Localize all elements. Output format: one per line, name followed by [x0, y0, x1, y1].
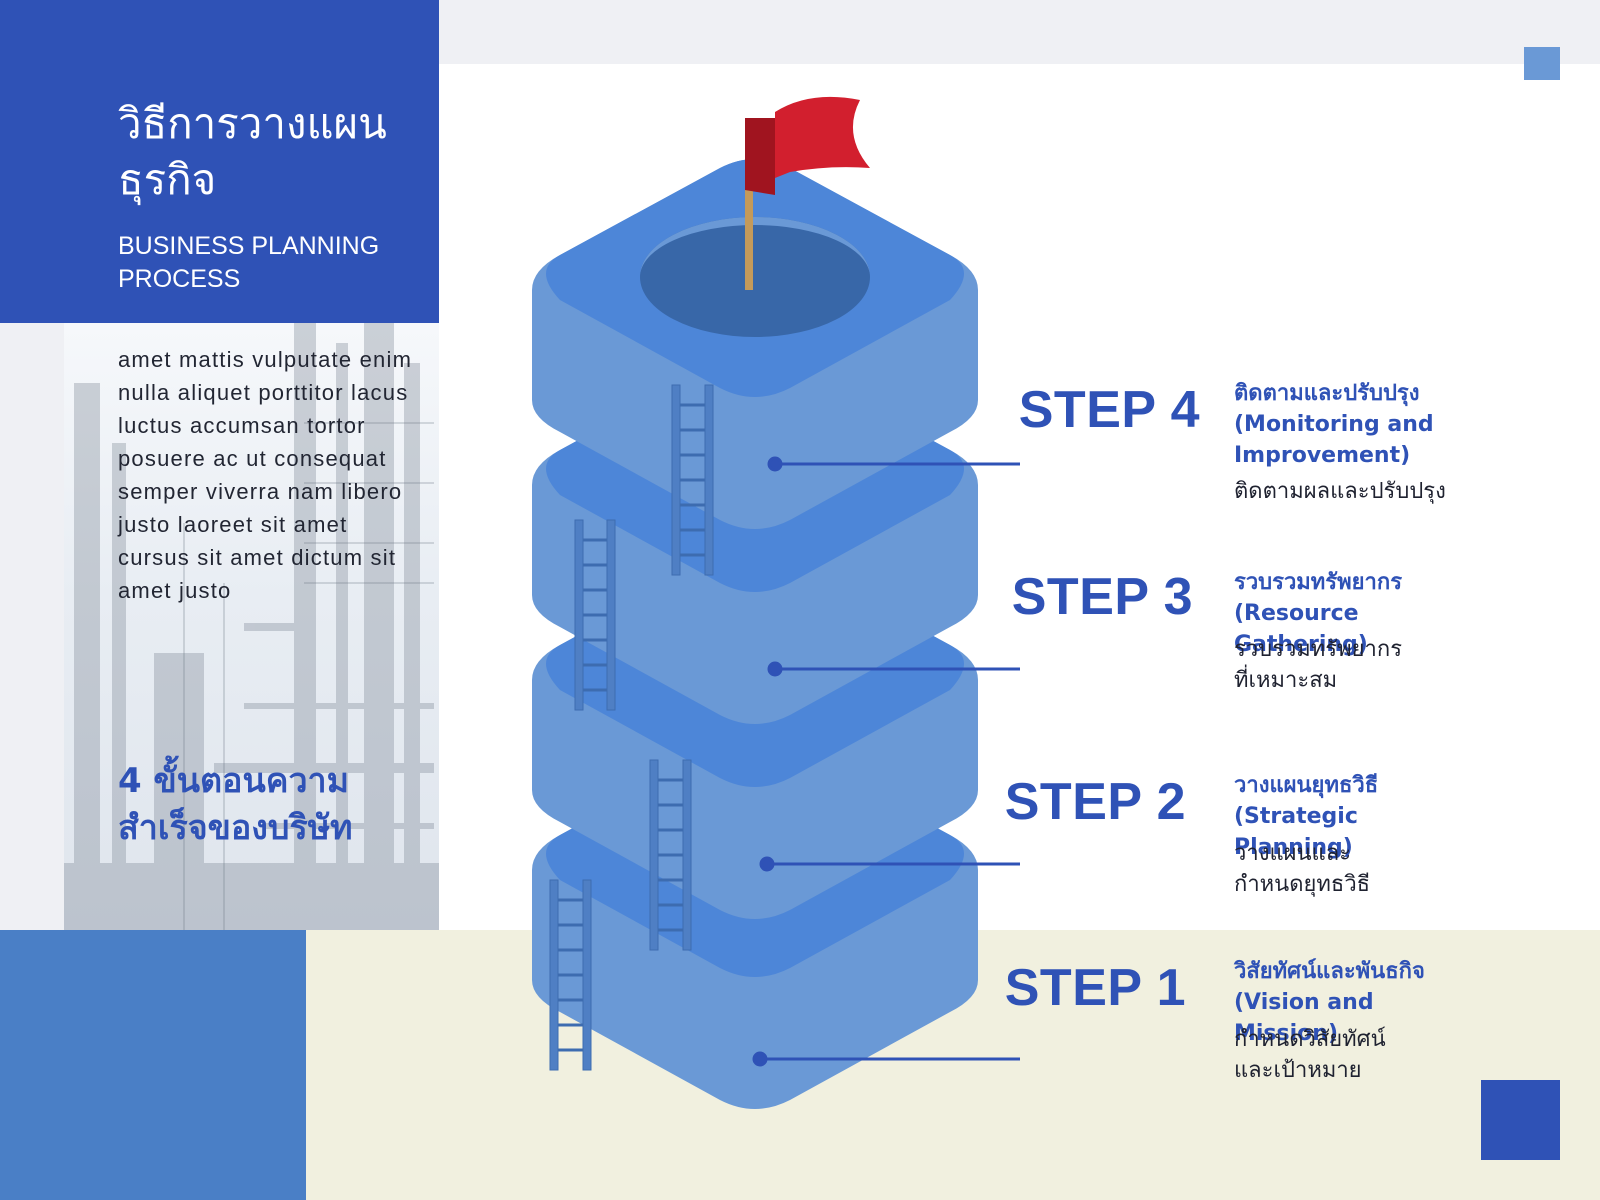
step-4-label: STEP 4 — [1018, 381, 1200, 439]
title-panel — [0, 0, 439, 323]
step-4-desc: ติดตามผลและปรับปรุง — [1234, 479, 1446, 504]
page-title: วิธีการวางแผนธุรกิจ — [118, 99, 387, 204]
refinery-photo — [64, 323, 439, 930]
blue-corner-block — [0, 930, 306, 1200]
flag-icon — [745, 96, 870, 290]
step-2-title: วางแผนยุทธวิธี (Strategic Planning) — [1234, 773, 1379, 860]
decor-square-top — [1524, 47, 1560, 80]
step-3-title: รวบรวมทรัพยากร (Resource Gathering) — [1234, 570, 1403, 657]
step-1-label: STEP 1 — [1004, 959, 1186, 1017]
tower-illustration — [532, 96, 1020, 1109]
tagline: 4 ขั้นตอนความสำเร็จของบริษัท — [118, 761, 353, 848]
decor-square-bottom — [1481, 1080, 1560, 1160]
step-4-title: ติดตามและปรับปรุง (Monitoring and Improv… — [1234, 381, 1434, 468]
step-1-title: วิสัยทัศน์และพันธกิจ (Vision and Mission… — [1234, 959, 1425, 1046]
step-3-desc: รวบรวมทรัพยากรที่เหมาะสม — [1234, 637, 1403, 693]
step-2-desc: วางแผนและกำหนดยุทธวิธี — [1234, 841, 1371, 897]
step-2-label: STEP 2 — [1004, 773, 1186, 831]
step-3-label: STEP 3 — [1011, 568, 1193, 626]
body-paragraph: amet mattis vulputate enim nulla aliquet… — [118, 347, 413, 603]
tower-block-4 — [532, 159, 978, 529]
page-subtitle: BUSINESS PLANNING PROCESS — [118, 232, 380, 293]
step-1-desc: กำหนดวิสัยทัศน์และเป้าหมาย — [1234, 1027, 1386, 1083]
